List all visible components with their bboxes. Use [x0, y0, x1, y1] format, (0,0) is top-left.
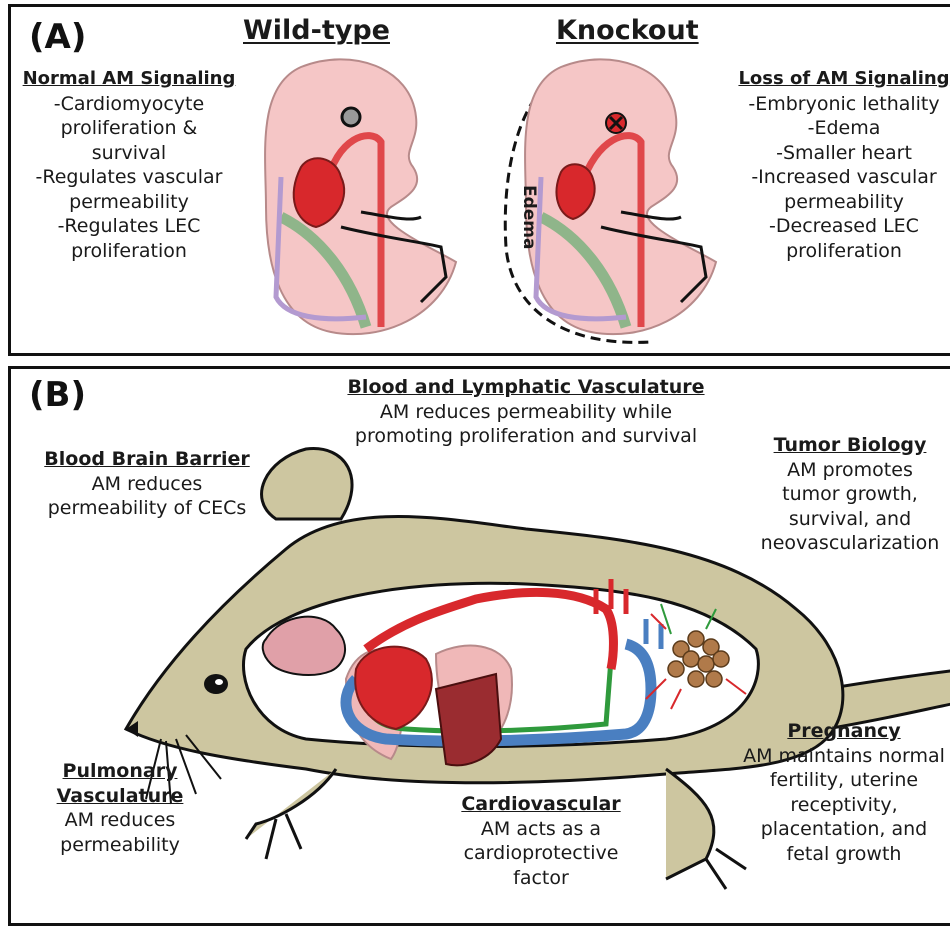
normal-am-signaling-text: Normal AM Signaling -Cardiomyocyte proli… — [13, 67, 245, 263]
blood-lymphatic-line: promoting proliferation and survival — [346, 424, 706, 449]
pulmonary-line: AM reduces — [35, 808, 205, 833]
pregnancy-text: Pregnancy AM maintains normal fertility,… — [729, 719, 950, 866]
loss-am-line: -Edema — [733, 116, 950, 141]
tumor-heading: Tumor Biology — [739, 433, 950, 458]
wild-type-title: Wild-type — [243, 15, 390, 46]
tumor-line: neovascularization — [739, 531, 950, 556]
loss-am-line: permeability — [733, 190, 950, 215]
bbb-line: AM reduces — [29, 472, 265, 497]
normal-am-line: proliferation — [13, 239, 245, 264]
tumor-line: survival, and — [739, 507, 950, 532]
pregnancy-line: fetal growth — [729, 842, 950, 867]
cardiovascular-line: factor — [441, 866, 641, 891]
pregnancy-line: AM maintains normal — [729, 744, 950, 769]
knockout-title: Knockout — [556, 15, 699, 46]
loss-am-line: proliferation — [733, 239, 950, 264]
loss-am-heading: Loss of AM Signaling — [733, 67, 950, 92]
mouse-eye-icon — [204, 674, 228, 694]
blood-lymphatic-line: AM reduces permeability while — [346, 400, 706, 425]
normal-am-line: permeability — [13, 190, 245, 215]
cardiovascular-text: Cardiovascular AM acts as a cardioprotec… — [441, 792, 641, 890]
bbb-text: Blood Brain Barrier AM reduces permeabil… — [29, 447, 265, 521]
embryo-body — [525, 59, 716, 334]
pregnancy-line: fertility, uterine — [729, 768, 950, 793]
tumor-line: tumor growth, — [739, 482, 950, 507]
blood-lymphatic-text: Blood and Lymphatic Vasculature AM reduc… — [346, 375, 706, 449]
normal-am-heading: Normal AM Signaling — [13, 67, 245, 92]
wild-type-embryo-illustration — [241, 47, 481, 347]
edema-label: Edema — [519, 185, 539, 250]
pulmonary-heading: Pulmonary — [35, 759, 205, 784]
mouse-ear — [262, 449, 352, 519]
loss-am-line: -Smaller heart — [733, 141, 950, 166]
pregnancy-heading: Pregnancy — [729, 719, 950, 744]
pulmonary-text: Pulmonary Vasculature AM reduces permeab… — [35, 759, 205, 857]
mouse-front-leg — [246, 769, 336, 859]
panel-b: (B) — [8, 366, 950, 926]
pregnancy-line: placentation, and — [729, 817, 950, 842]
normal-am-line: proliferation & — [13, 116, 245, 141]
cardiovascular-line: cardioprotective — [441, 841, 641, 866]
pulmonary-line: permeability — [35, 833, 205, 858]
tumor-line: AM promotes — [739, 458, 950, 483]
loss-am-line: -Increased vascular — [733, 165, 950, 190]
blood-lymphatic-heading: Blood and Lymphatic Vasculature — [346, 375, 706, 400]
cardiovascular-heading: Cardiovascular — [441, 792, 641, 817]
pregnancy-line: receptivity, — [729, 793, 950, 818]
cardiovascular-line: AM acts as a — [441, 817, 641, 842]
bbb-line: permeability of CECs — [29, 496, 265, 521]
normal-am-line: survival — [13, 141, 245, 166]
normal-am-line: -Cardiomyocyte — [13, 92, 245, 117]
normal-am-line: -Regulates LEC — [13, 214, 245, 239]
normal-am-line: -Regulates vascular — [13, 165, 245, 190]
panel-b-letter: (B) — [29, 375, 86, 415]
loss-am-line: -Decreased LEC — [733, 214, 950, 239]
pulmonary-heading: Vasculature — [35, 784, 205, 809]
bbb-heading: Blood Brain Barrier — [29, 447, 265, 472]
tumor-text: Tumor Biology AM promotes tumor growth, … — [739, 433, 950, 556]
loss-am-signaling-text: Loss of AM Signaling -Embryonic lethalit… — [733, 67, 950, 263]
loss-am-line: -Embryonic lethality — [733, 92, 950, 117]
eye-icon — [342, 108, 360, 126]
liver-icon — [436, 674, 501, 765]
panel-a: (A) Wild-type Knockout Normal AM Signali… — [8, 4, 950, 356]
panel-a-letter: (A) — [29, 17, 86, 57]
